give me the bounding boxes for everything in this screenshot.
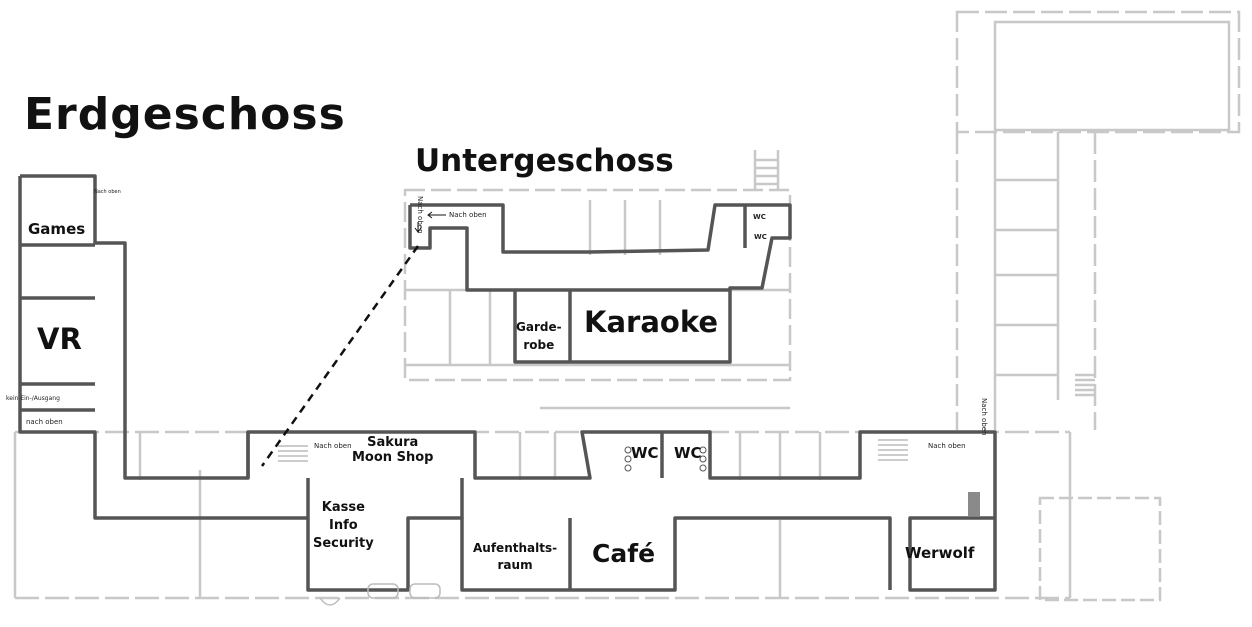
note-nach-oben-basement-vertical: Nach oben [416, 196, 424, 234]
basement-title: Untergeschoss [415, 143, 674, 179]
room-wc-1: WC [631, 444, 659, 462]
room-wc-2: WC [674, 444, 702, 462]
stair-arrow-icon [414, 211, 446, 233]
room-games: Games [28, 220, 86, 238]
room-werwolf: Werwolf [905, 544, 975, 562]
note-nach-oben-right-vertical: Nach oben [980, 398, 988, 436]
room-wc-basement-1: WC [753, 213, 766, 221]
note-kein-ausgang: kein Ein-/Ausgang [6, 395, 60, 402]
elevator-block [968, 492, 980, 516]
ground-floor-title: Erdgeschoss [24, 89, 346, 140]
room-sakura-moon-shop: Sakura Moon Shop [352, 435, 434, 465]
room-cafe: Café [592, 539, 656, 568]
room-garderobe: Garde- robe [516, 320, 562, 352]
note-nach-oben-basement: Nach oben [449, 211, 487, 219]
event-area-outline [18, 174, 997, 592]
room-aufenthaltsraum: Aufenthalts- raum [473, 541, 558, 573]
room-wc-basement-2: WC [754, 233, 767, 241]
note-nach-oben-top-left: Nach oben [94, 189, 121, 195]
room-vr: VR [37, 322, 82, 356]
sink-icon [624, 446, 707, 472]
note-nach-oben-shop: Nach oben [314, 442, 352, 450]
note-nach-oben-left: nach oben [26, 418, 63, 426]
note-nach-oben-right: Nach oben [928, 442, 966, 450]
room-kasse-info-security: Kasse Info Security [313, 500, 374, 552]
floor-connector-line [260, 245, 420, 467]
room-karaoke: Karaoke [584, 305, 719, 339]
entrance-door-icon [319, 583, 441, 606]
stairs-icon [278, 439, 908, 462]
